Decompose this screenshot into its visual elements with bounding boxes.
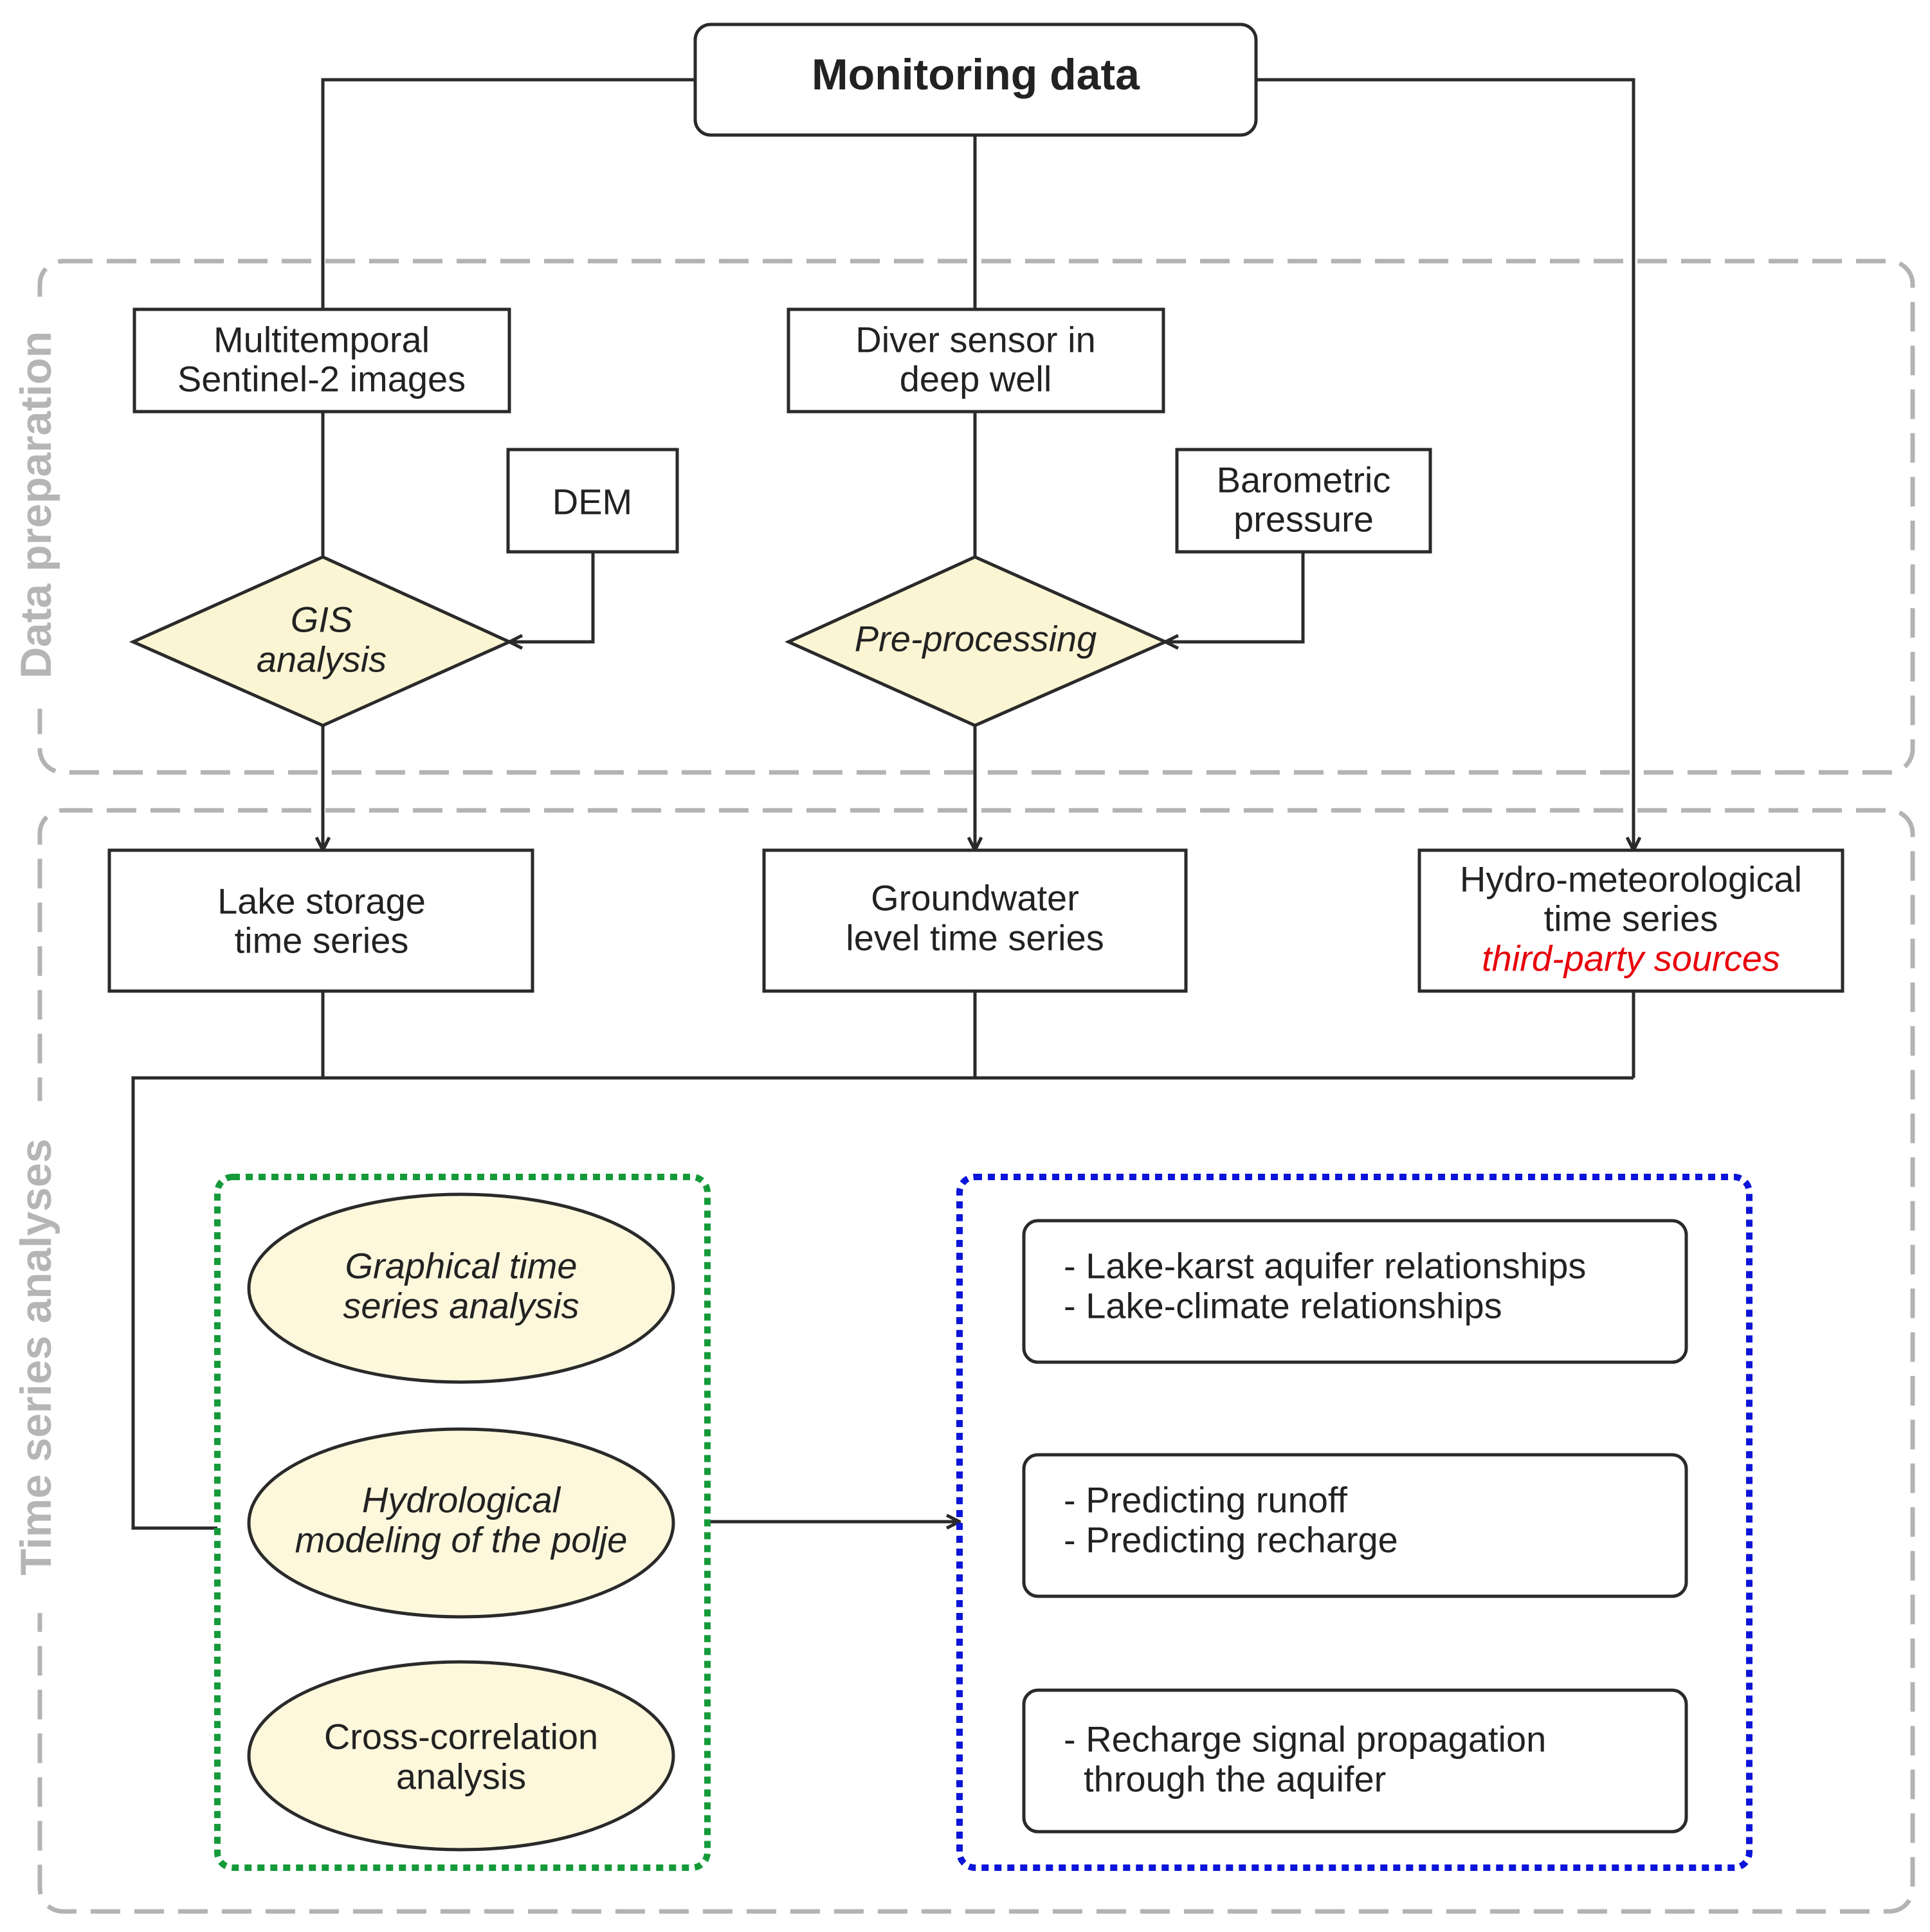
- connector-dem-gis: [509, 552, 595, 642]
- outcome-relationships-line-2: - Lake-climate relationships: [1064, 1286, 1502, 1326]
- connector-monitoring-sentinel: [321, 78, 695, 309]
- outcome-box-relationships: - Lake-karst aquifer relationships - Lak…: [1022, 1219, 1688, 1364]
- hydrological-modeling-line-1: Hydrological: [362, 1480, 561, 1520]
- groundwater-line-1: Groundwater: [871, 878, 1079, 918]
- outcome-propagation-line-2: through the aquifer: [1064, 1759, 1386, 1800]
- dem-node: DEM: [506, 448, 679, 554]
- outcome-box-predictions: - Predicting runoff - Predicting recharg…: [1022, 1453, 1688, 1598]
- data-preparation-label: Data preparation: [12, 331, 60, 679]
- analysis-ellipse-hydrological: Hydrological modeling of the polje: [247, 1427, 675, 1619]
- diver-sensor-line-2: deep well: [900, 359, 1052, 399]
- graphical-analysis-line-1: Graphical time: [345, 1246, 577, 1286]
- outcome-box-propagation: - Recharge signal propagation through th…: [1022, 1688, 1688, 1834]
- hydromet-line-1: Hydro-meteorological: [1460, 859, 1802, 900]
- cross-correlation-line-2: analysis: [396, 1756, 526, 1797]
- barometric-line-2: pressure: [1234, 499, 1374, 540]
- pre-processing-text: Pre-processing: [855, 619, 1097, 659]
- pre-processing-decision: Pre-processing: [784, 555, 1170, 727]
- analysis-methods-group: [214, 1174, 711, 1871]
- outcome-propagation-line-1: - Recharge signal propagation: [1064, 1719, 1546, 1760]
- lake-storage-node: Lake storage time series: [107, 848, 534, 993]
- third-party-sources-note: third-party sources: [1482, 938, 1780, 979]
- dem-text: DEM: [552, 482, 632, 522]
- time-series-analyses-label: Time series analyses: [12, 1138, 60, 1575]
- connector-merge-analyses: [131, 1076, 1634, 1530]
- outcomes-group: [956, 1174, 1752, 1871]
- hydromet-line-2: time series: [1544, 898, 1718, 939]
- cross-correlation-line-1: Cross-correlation: [324, 1717, 598, 1757]
- barometric-pressure-node: Barometric pressure: [1175, 448, 1432, 554]
- outcome-relationships-line-1: - Lake-karst aquifer relationships: [1064, 1246, 1586, 1286]
- barometric-line-1: Barometric: [1217, 460, 1391, 500]
- hydrological-modeling-line-2: modeling of the polje: [295, 1520, 628, 1560]
- gis-analysis-line-2: analysis: [257, 639, 387, 680]
- sentinel-images-node: Multitemporal Sentinel-2 images: [132, 307, 511, 414]
- graphical-analysis-line-2: series analysis: [343, 1286, 579, 1326]
- diver-sensor-node: Diver sensor in deep well: [787, 307, 1165, 414]
- analysis-ellipse-graphical: Graphical time series analysis: [247, 1192, 675, 1384]
- groundwater-line-2: level time series: [846, 918, 1104, 958]
- outcome-predictions-line-2: - Predicting recharge: [1064, 1520, 1398, 1560]
- diver-sensor-line-1: Diver sensor in: [855, 320, 1095, 360]
- connector-barometric-preprocessing: [1165, 552, 1305, 642]
- analysis-ellipse-cross-correlation: Cross-correlation analysis: [247, 1660, 675, 1852]
- hydro-meteorological-node: Hydro-meteorological time series third-p…: [1417, 848, 1844, 993]
- sentinel-images-line-2: Sentinel-2 images: [178, 359, 466, 399]
- groundwater-level-node: Groundwater level time series: [762, 848, 1188, 993]
- gis-analysis-decision: GIS analysis: [129, 555, 514, 727]
- gis-analysis-line-1: GIS: [291, 599, 352, 640]
- monitoring-data-node: Monitoring data: [693, 23, 1258, 137]
- connector-monitoring-hydromet: [1256, 78, 1634, 850]
- lake-storage-line-1: Lake storage: [217, 881, 426, 922]
- connectors: [131, 78, 1634, 1530]
- outcome-predictions-line-1: - Predicting runoff: [1064, 1480, 1347, 1520]
- sentinel-images-line-1: Multitemporal: [214, 320, 430, 360]
- monitoring-data-text: Monitoring data: [812, 50, 1140, 99]
- lake-storage-line-2: time series: [235, 920, 409, 961]
